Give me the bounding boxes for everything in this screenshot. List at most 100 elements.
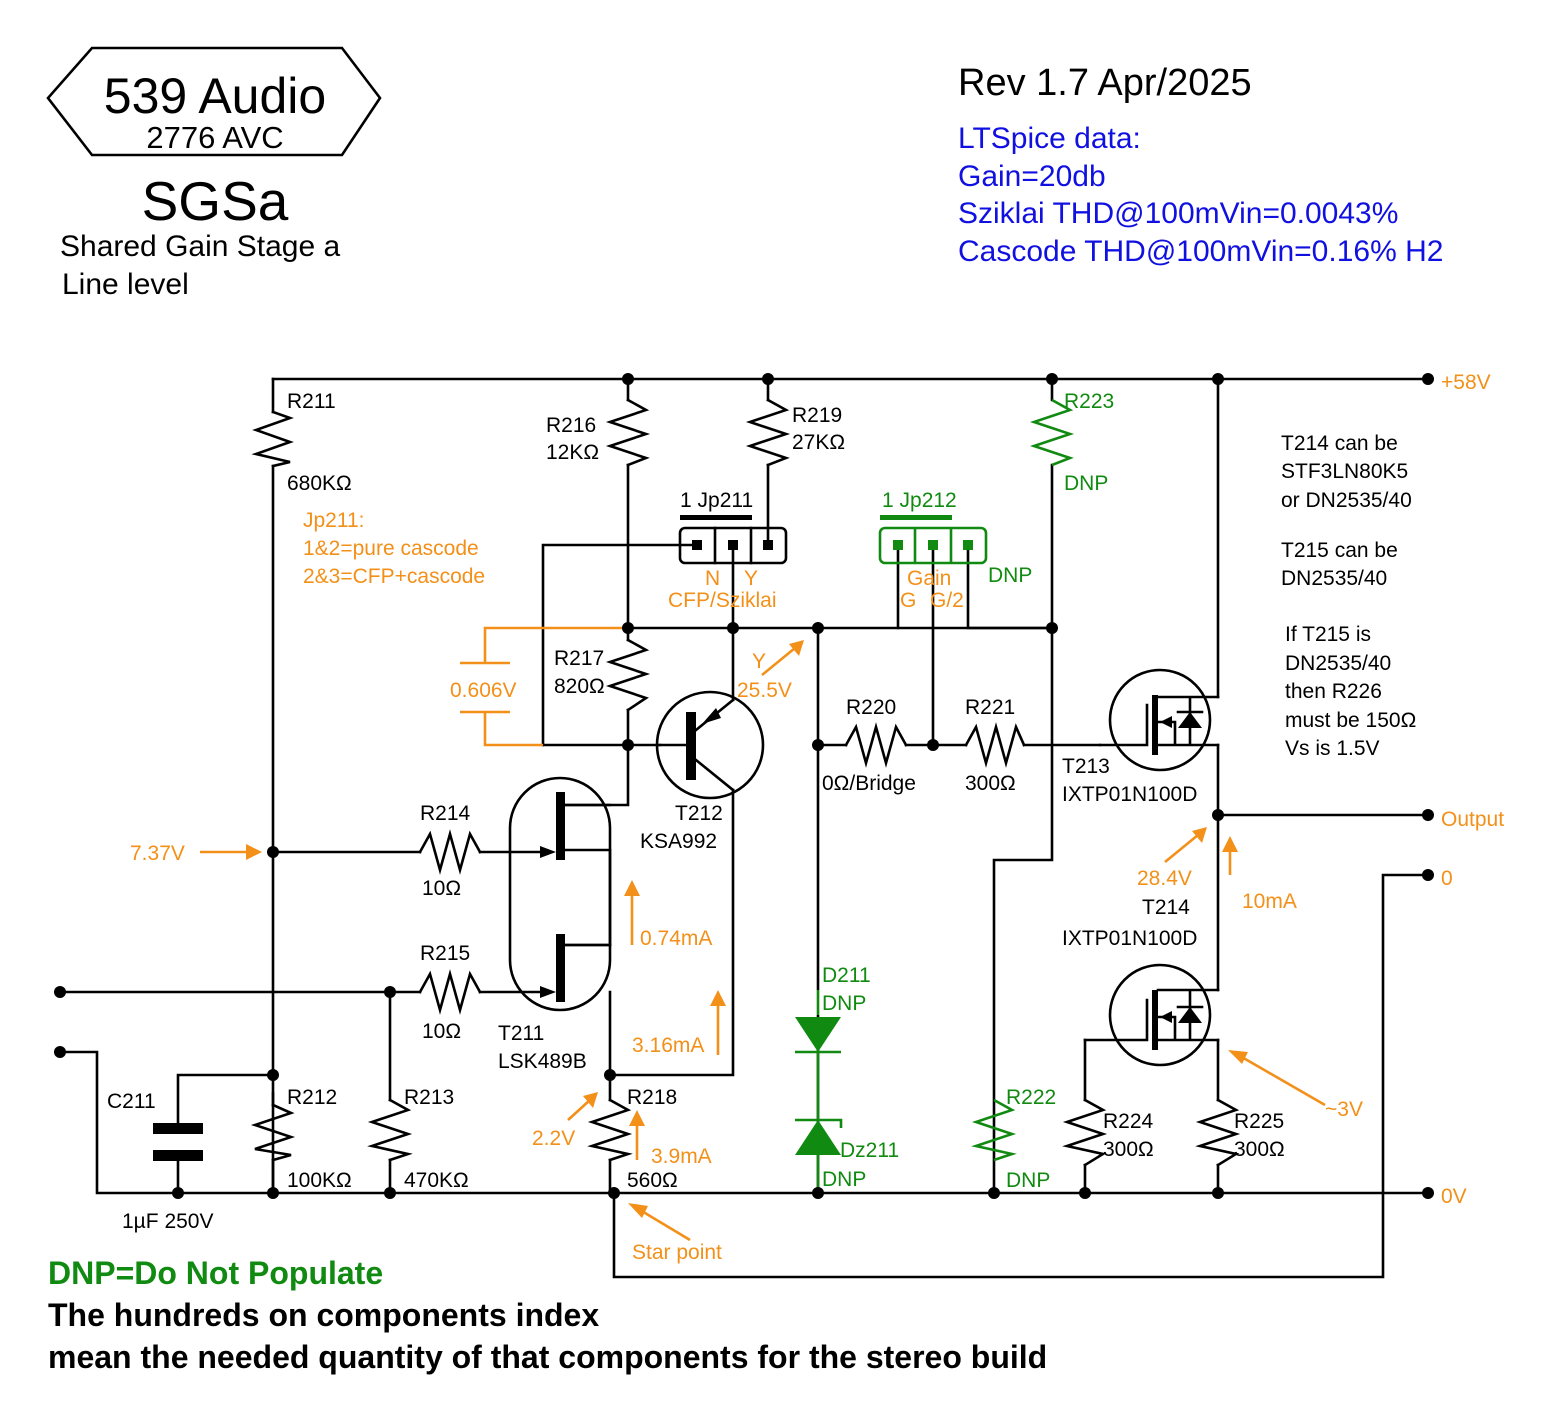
t213-part: IXTP01N100D	[1062, 783, 1197, 806]
v-y: Y	[752, 650, 766, 673]
r221-body	[964, 722, 1026, 768]
ltspice-sziklai: Sziklai THD@100mVin=0.0043%	[958, 197, 1398, 230]
logo-model: 2776 AVC	[146, 120, 283, 155]
t214-symbol	[1083, 963, 1220, 1067]
junctions	[54, 373, 1434, 1199]
page-title: SGSa	[142, 170, 289, 232]
r225-label: R225	[1234, 1110, 1284, 1133]
jp-note-1: Jp211:	[303, 509, 365, 532]
t214-label: T214	[1142, 896, 1190, 919]
jp212-symbol	[878, 515, 988, 565]
r212-label: R212	[287, 1086, 337, 1109]
note-t215-1: T215 can be	[1281, 539, 1398, 562]
jp211-desc: CFP/Sziklai	[668, 589, 777, 612]
r220-value: 0Ω/Bridge	[822, 772, 916, 795]
r225-value: 300Ω	[1234, 1138, 1285, 1161]
r215-label: R215	[420, 942, 470, 965]
c211-symbol	[153, 1123, 203, 1161]
jp211-label: 1 Jp211	[680, 489, 753, 512]
r220-body	[844, 722, 908, 768]
r220-label: R220	[846, 696, 896, 719]
annotation-arrows	[200, 640, 1326, 1242]
v-255: 25.5V	[737, 679, 792, 702]
revision: Rev 1.7 Apr/2025	[958, 62, 1252, 104]
c211-value: 1µF 250V	[122, 1210, 214, 1233]
jp212-dnp: DNP	[988, 564, 1032, 587]
v-22: 2.2V	[532, 1127, 575, 1150]
jp211-n: N	[705, 567, 720, 590]
subtitle-2: Line level	[62, 268, 189, 301]
r223-value: DNP	[1064, 472, 1108, 495]
rail-vplus: +58V	[1441, 371, 1491, 394]
r213-body	[367, 1098, 413, 1162]
note-if-5: Vs is 1.5V	[1285, 737, 1380, 760]
note-t214-1: T214 can be	[1281, 432, 1398, 455]
t211-symbol	[508, 776, 612, 1012]
r216-value: 12KΩ	[546, 441, 599, 464]
resistors	[250, 398, 1241, 1167]
i-074: 0.74mA	[640, 927, 712, 950]
t212-part: KSA992	[640, 830, 717, 853]
logo-brand: 539 Audio	[104, 68, 326, 124]
r224-body	[1062, 1098, 1108, 1167]
r224-value: 300Ω	[1103, 1138, 1154, 1161]
footer-line-1: The hundreds on components index	[48, 1297, 599, 1333]
note-t214-3: or DN2535/40	[1281, 489, 1412, 512]
t211-part: LSK489B	[498, 1050, 587, 1073]
i-10: 10mA	[1242, 890, 1297, 913]
r218-value: 560Ω	[627, 1169, 678, 1192]
subtitle-1: Shared Gain Stage a	[60, 230, 341, 263]
jp212-g2: G/2	[930, 589, 964, 612]
r217-label: R217	[554, 647, 604, 670]
r221-value: 300Ω	[965, 772, 1016, 795]
note-if-4: must be 150Ω	[1285, 709, 1416, 732]
r215-body	[418, 969, 482, 1015]
footer-line-2: mean the needed quantity of that compone…	[48, 1339, 1047, 1375]
r214-body	[418, 829, 482, 875]
note-if-2: DN2535/40	[1285, 652, 1391, 675]
i-39: 3.9mA	[651, 1145, 712, 1168]
t211-label: T211	[498, 1022, 544, 1045]
r223-label: R223	[1064, 390, 1114, 413]
footer-dnp: DNP=Do Not Populate	[48, 1255, 383, 1291]
r211-value: 680KΩ	[287, 472, 352, 495]
diodes-symbol	[795, 990, 843, 1193]
r219-label: R219	[792, 404, 842, 427]
note-if-3: then R226	[1285, 680, 1382, 703]
rail-output: Output	[1441, 808, 1504, 831]
r222-label: R222	[1006, 1086, 1056, 1109]
jp212-g: G	[900, 589, 916, 612]
rail-zero-v: 0V	[1441, 1185, 1467, 1208]
cap-0606-symbol	[460, 626, 628, 747]
ltspice-cascode: Cascode THD@100mVin=0.16% H2	[958, 235, 1443, 268]
r217-value: 820Ω	[554, 675, 605, 698]
jp-note-2: 1&2=pure cascode	[303, 537, 479, 560]
note-t215-2: DN2535/40	[1281, 567, 1387, 590]
d211-label: D211	[822, 964, 871, 987]
ltspice-heading: LTSpice data:	[958, 122, 1141, 155]
i-316: 3.16mA	[632, 1034, 704, 1057]
jp212-label: 1 Jp212	[882, 489, 957, 512]
note-if-1: If T215 is	[1285, 623, 1371, 646]
r222-body	[971, 1098, 1017, 1162]
t213-label: T213	[1062, 755, 1110, 778]
r214-value: 10Ω	[422, 877, 461, 900]
r213-label: R213	[404, 1086, 454, 1109]
jp211-y: Y	[744, 567, 758, 590]
jp-note-3: 2&3=CFP+cascode	[303, 565, 485, 588]
r215-value: 10Ω	[422, 1020, 461, 1043]
ltspice-gain: Gain=20db	[958, 160, 1106, 193]
r225-body	[1195, 1098, 1241, 1167]
rail-zero: 0	[1441, 867, 1453, 890]
c211-label: C211	[107, 1090, 156, 1113]
r222-value: DNP	[1006, 1169, 1050, 1192]
logo: 539 Audio 2776 AVC	[46, 46, 382, 157]
d211-value: DNP	[822, 992, 866, 1015]
t212-symbol	[655, 690, 765, 800]
wires	[58, 377, 1430, 1279]
r221-label: R221	[965, 696, 1015, 719]
star-point: Star point	[632, 1241, 722, 1264]
r214-label: R214	[420, 802, 471, 825]
r223-body	[1029, 398, 1075, 467]
